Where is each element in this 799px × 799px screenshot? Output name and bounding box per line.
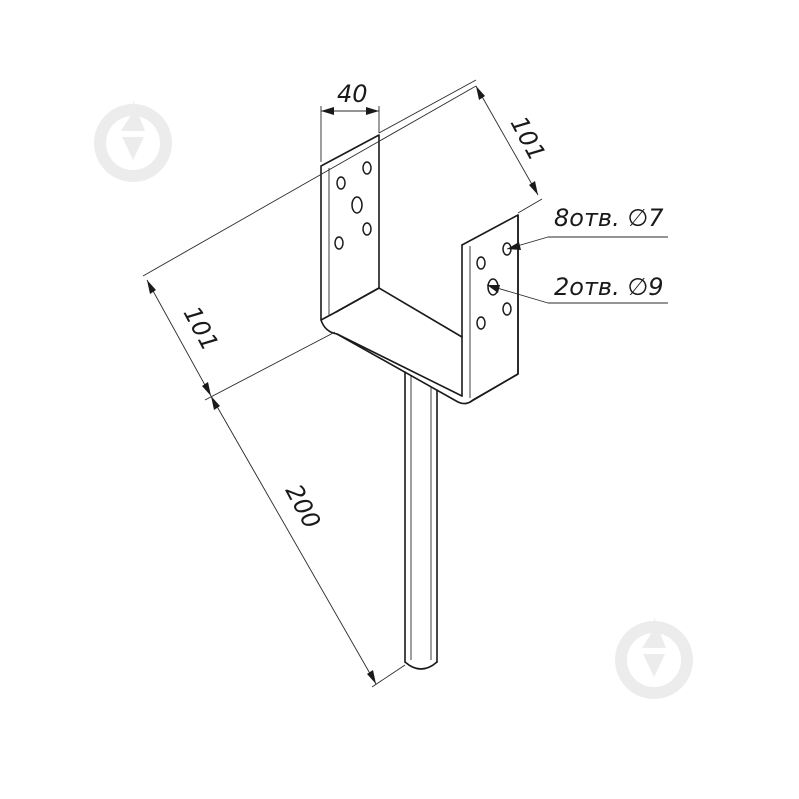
hole-7-left-3 [334, 236, 344, 250]
watermark-logo-bottom-right [615, 617, 693, 699]
holes-left-plate [334, 161, 372, 250]
hole-7-left-2 [362, 161, 372, 175]
dimension-pin-length: 200 [210, 395, 406, 688]
hole-7-right-1 [476, 256, 486, 270]
dim-pin-length-label: 200 [280, 480, 326, 534]
pin-rod [404, 371, 438, 670]
dimension-width: 40 [320, 80, 380, 162]
hole-7-left-1 [336, 176, 346, 190]
dimension-depth-side: 101 [142, 85, 477, 401]
watermark-logo-top-left [94, 100, 172, 182]
dim-width-label: 40 [337, 80, 368, 108]
hole-7-right-4 [502, 302, 512, 316]
u-bracket [320, 134, 519, 405]
dim-depth-top-label: 101 [505, 112, 551, 166]
callout-small-holes: 8отв. ∅7 [506, 204, 668, 250]
callout-large-holes-label: 2отв. ∅9 [554, 273, 664, 301]
hole-9-left [351, 196, 363, 214]
callout-small-holes-label: 8отв. ∅7 [554, 204, 664, 232]
dimension-depth-top: 101 [378, 79, 551, 214]
hole-7-left-4 [362, 222, 372, 236]
callout-large-holes: 2отв. ∅9 [486, 273, 668, 304]
dim-depth-side-label: 101 [178, 302, 224, 356]
hole-7-right-3 [476, 316, 486, 330]
